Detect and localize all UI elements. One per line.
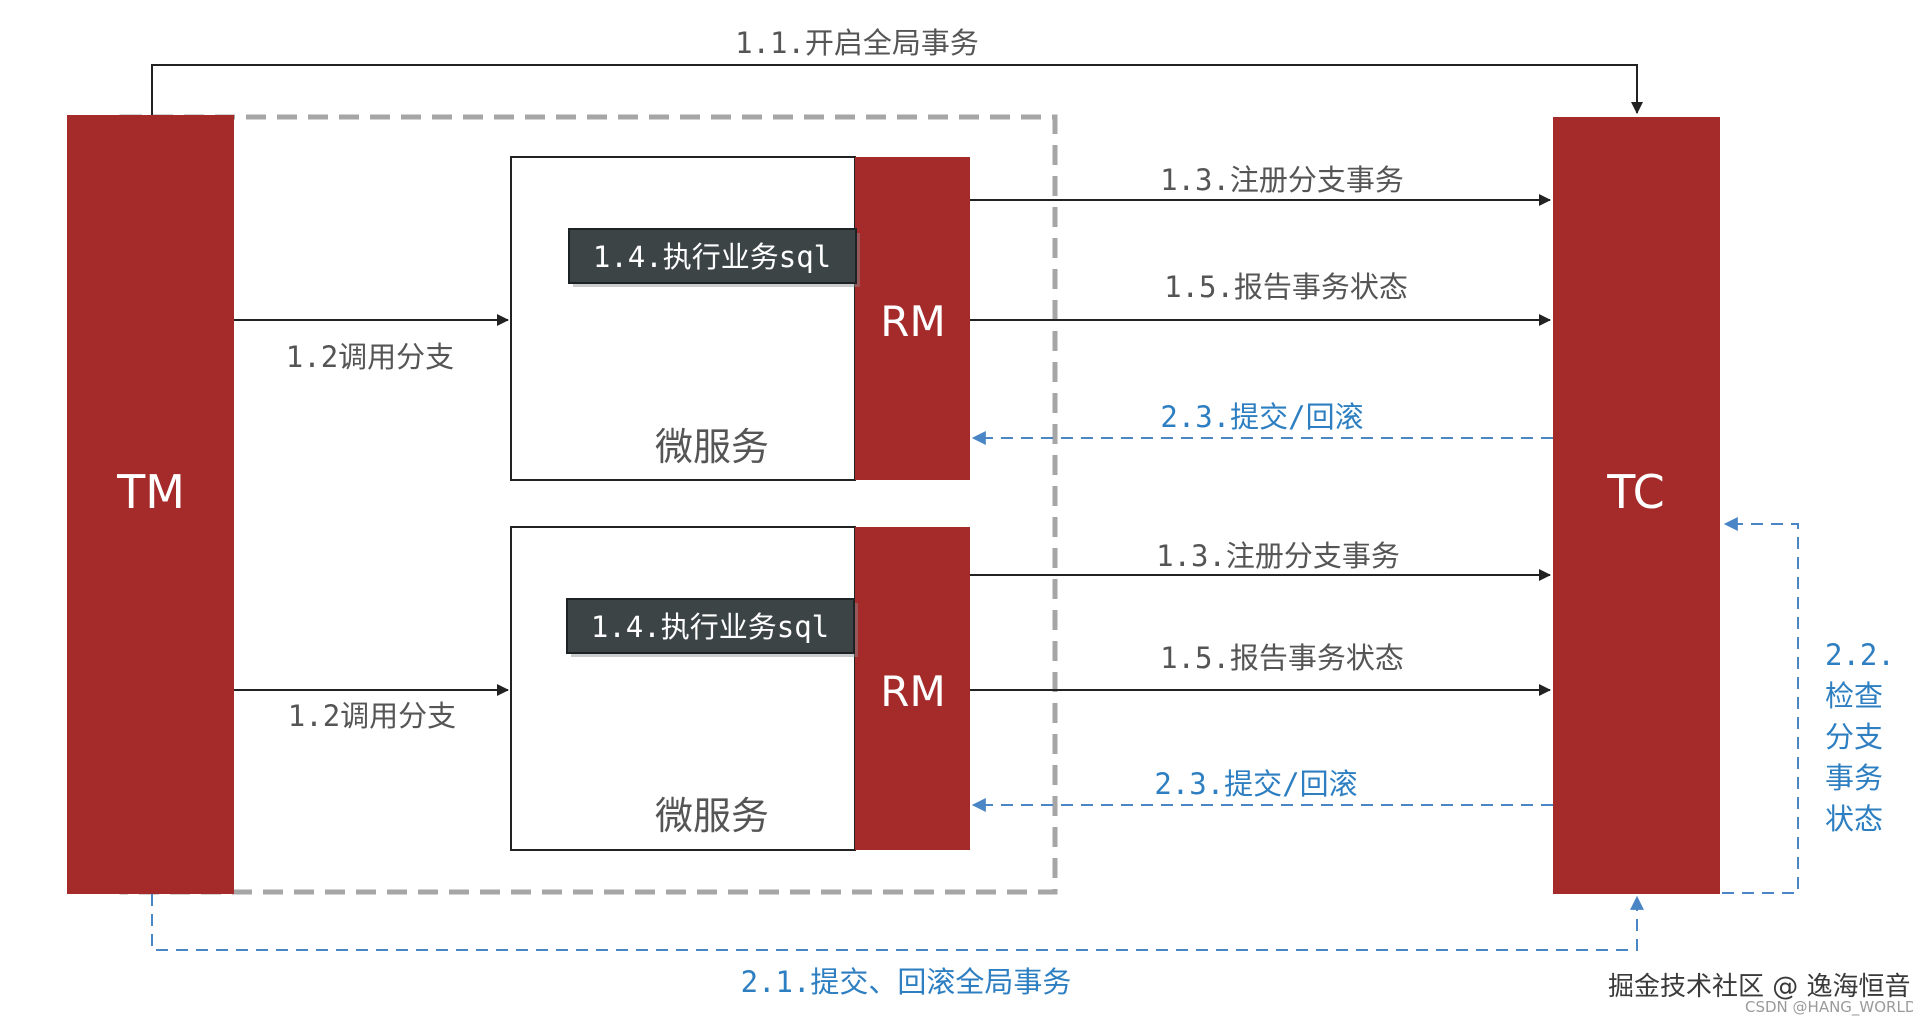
label-report-bottom: 1.5.报告事务状态 bbox=[1160, 641, 1404, 675]
label-commit-rollback-global: 2.1.提交、回滚全局事务 bbox=[741, 965, 1072, 999]
label-register-bottom: 1.3.注册分支事务 bbox=[1156, 539, 1400, 573]
tc-node bbox=[1553, 117, 1720, 894]
tc-label: TC bbox=[1606, 465, 1665, 519]
label-call-branch-bottom: 1.2调用分支 bbox=[288, 699, 456, 733]
label-check-branch-line-2: 检查 bbox=[1825, 679, 1883, 713]
microservice-group-box bbox=[119, 114, 1058, 895]
tm-label: TM bbox=[116, 465, 185, 519]
label-call-branch-top: 1.2调用分支 bbox=[286, 340, 454, 374]
label-begin-global: 1.1.开启全局事务 bbox=[735, 26, 979, 60]
microservice-box-bottom bbox=[510, 526, 856, 851]
label-check-branch-line-5: 状态 bbox=[1825, 802, 1883, 836]
sql-label-top: 1.4.执行业务sql bbox=[593, 240, 831, 274]
label-check-branch-line-4: 事务 bbox=[1825, 761, 1883, 795]
rm-node-bottom bbox=[855, 527, 970, 850]
label-check-branch-line-1: 2.2. bbox=[1825, 638, 1895, 672]
arrow-commit-rollback-global bbox=[151, 894, 1644, 951]
watermark-sub: CSDN @HANG_WORLD bbox=[1745, 998, 1913, 1016]
tm-node bbox=[67, 115, 234, 894]
label-register-top: 1.3.注册分支事务 bbox=[1160, 163, 1404, 197]
label-check-branch-line-3: 分支 bbox=[1825, 720, 1883, 754]
label-commit-rollback-top: 2.3.提交/回滚 bbox=[1160, 400, 1363, 434]
watermark-main: 掘金技术社区 @ 逸海恒音 bbox=[1608, 972, 1911, 1002]
microservice-box-top bbox=[510, 156, 856, 481]
rm-label-top: RM bbox=[880, 297, 945, 346]
sql-box-top bbox=[568, 228, 857, 284]
rm-node-top bbox=[855, 157, 970, 480]
microservice-label-bottom: 微服务 bbox=[655, 794, 769, 838]
microservice-label-top: 微服务 bbox=[655, 425, 769, 469]
label-report-top: 1.5.报告事务状态 bbox=[1164, 270, 1408, 304]
sql-label-bottom: 1.4.执行业务sql bbox=[591, 610, 829, 644]
rm-label-bottom: RM bbox=[880, 667, 945, 716]
arrow-check-branch bbox=[1722, 517, 1799, 894]
label-check-branch: 2.2. 检查 分支 事务 状态 bbox=[1825, 638, 1895, 836]
arrow-begin-global bbox=[151, 64, 1643, 115]
sql-box-bottom bbox=[566, 598, 855, 654]
label-commit-rollback-bottom: 2.3.提交/回滚 bbox=[1154, 767, 1357, 801]
